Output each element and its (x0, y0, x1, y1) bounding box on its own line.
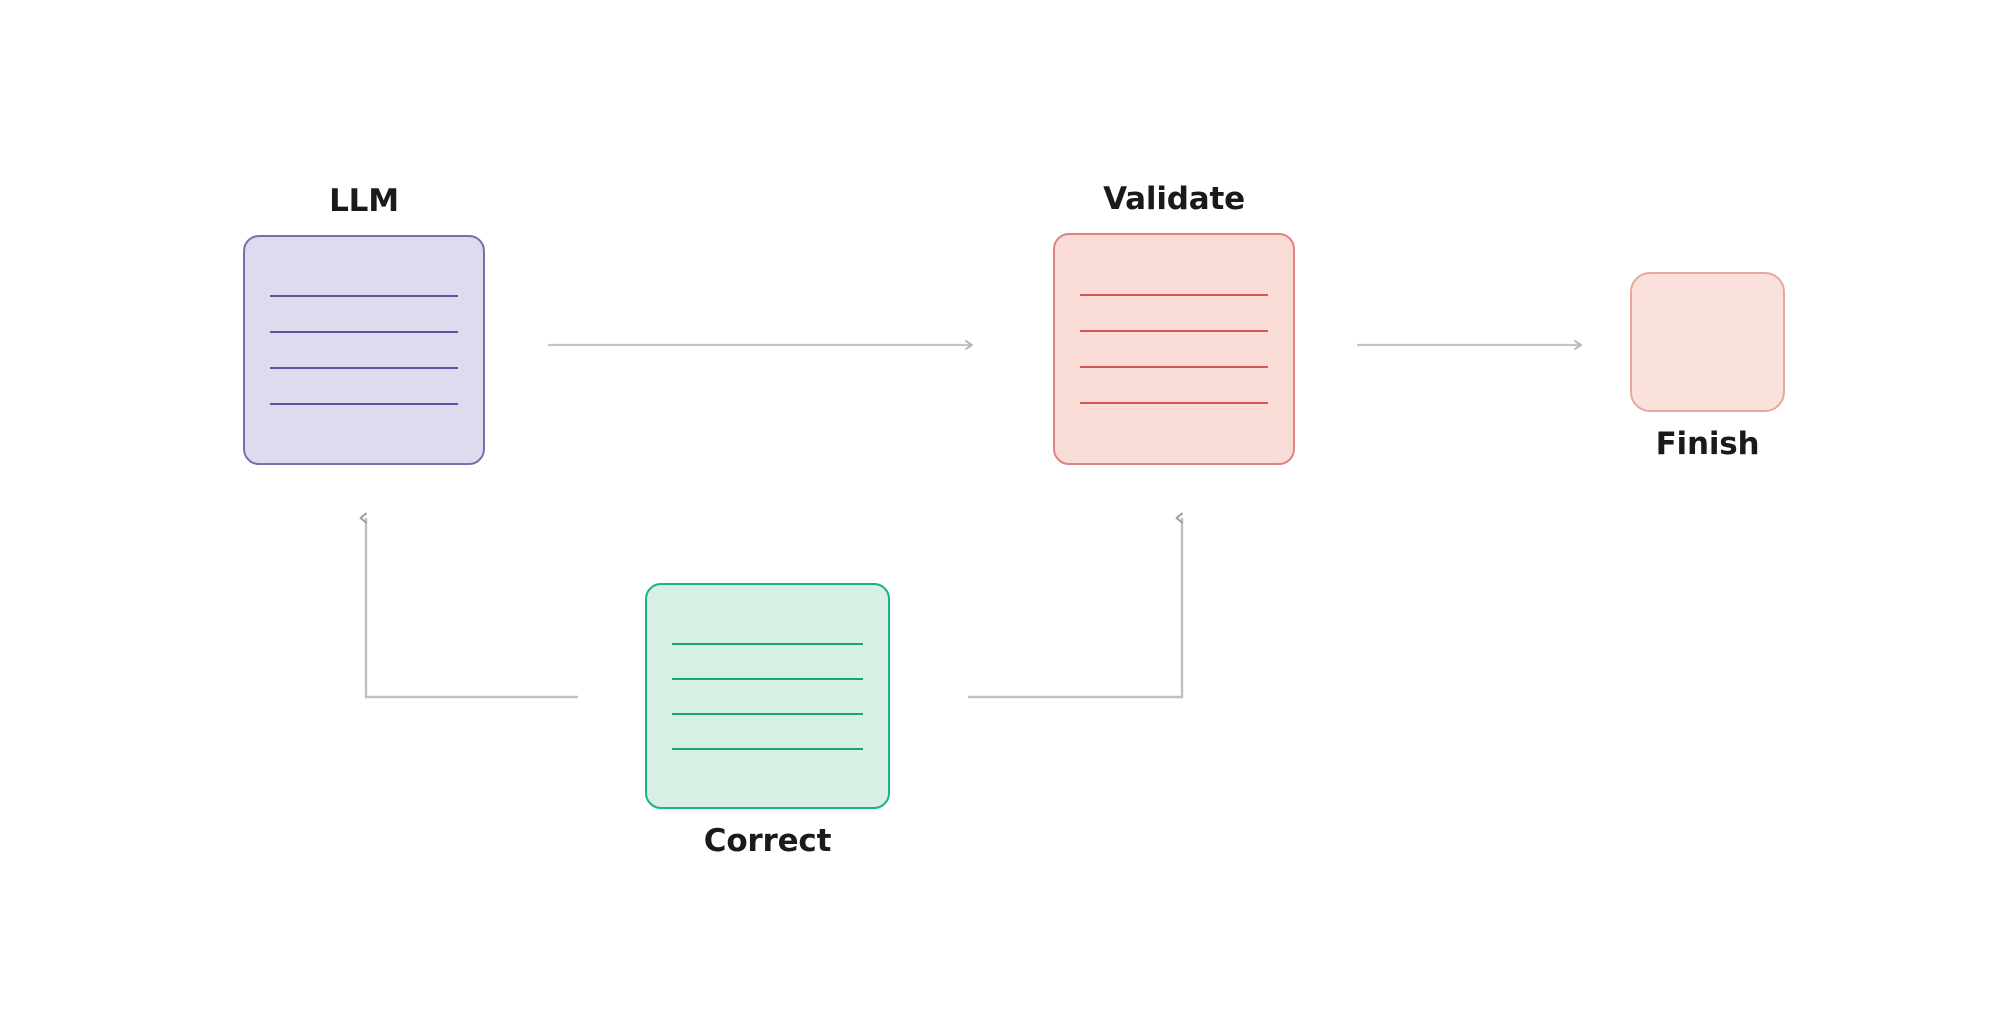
node-line (269, 367, 459, 369)
node-line (269, 403, 459, 405)
edge-correct-to-validate (968, 512, 1184, 699)
node-line (269, 331, 459, 333)
node-llm-box (243, 235, 485, 465)
node-line (269, 295, 459, 297)
node-validate[interactable]: Validate (1053, 181, 1295, 465)
node-finish-label: Finish (1655, 426, 1760, 462)
node-line (1079, 366, 1269, 368)
node-validate-lines (1053, 233, 1295, 465)
node-validate-box (1053, 233, 1295, 465)
node-line (671, 677, 864, 680)
node-finish-box (1630, 272, 1785, 412)
node-llm-lines (243, 235, 485, 465)
node-correct-box (645, 583, 890, 809)
node-line (1079, 402, 1269, 404)
node-line (671, 712, 864, 715)
node-line (671, 747, 864, 750)
edge-correct-to-llm (359, 512, 578, 699)
node-correct-label: Correct (703, 823, 832, 859)
node-correct-lines (645, 583, 890, 809)
node-validate-label: Validate (1103, 181, 1245, 217)
node-line (1079, 330, 1269, 332)
node-line (671, 642, 864, 645)
node-correct[interactable]: Correct (645, 583, 890, 859)
node-llm-label: LLM (329, 183, 399, 219)
node-line (1079, 294, 1269, 296)
node-finish[interactable]: Finish (1630, 272, 1785, 462)
node-llm[interactable]: LLM (243, 183, 485, 465)
